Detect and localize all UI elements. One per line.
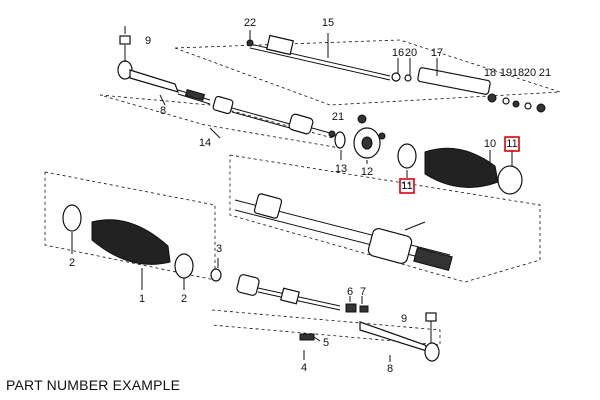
callout-11-right: 11 (506, 138, 517, 150)
top-group-outline (174, 39, 561, 106)
washer-20 (404, 74, 412, 82)
tie-rod-lower-outline (211, 309, 441, 346)
nut-21 (536, 103, 546, 113)
bushing-18 (487, 93, 497, 103)
callout-7: 7 (360, 286, 366, 298)
washer-19 (502, 97, 510, 105)
callout-2-right: 2 (181, 293, 187, 305)
bolt-5 (299, 333, 315, 341)
callout-8-lower: 8 (387, 363, 393, 375)
callout-8-upper: 8 (160, 105, 166, 117)
nut-6 (345, 303, 357, 313)
callout-3: 3 (216, 243, 222, 255)
callout-9-upper: 9 (145, 35, 151, 47)
top-group (174, 30, 561, 113)
tie-rod-outline (99, 94, 341, 149)
callout-19: 19 (500, 67, 512, 79)
boot-10 (424, 147, 499, 188)
tie-rod-lower (210, 258, 441, 362)
clamp-11-right (497, 165, 523, 195)
callout-16: 16 (392, 47, 404, 59)
right-boot-group (397, 143, 523, 195)
callout-20-lower: 20 (524, 67, 536, 79)
callouts: 22 15 9 16 20 17 18 19 18 20 21 8 21 14 … (69, 17, 551, 375)
washer-3 (210, 268, 222, 282)
nut-22 (246, 39, 254, 47)
highlight-box-11-left (399, 178, 415, 194)
callout-12: 12 (361, 166, 373, 178)
left-boot-group (44, 171, 216, 290)
rack-housing-left (253, 193, 283, 219)
rack-housing-group (229, 154, 541, 283)
washer-13 (334, 131, 346, 149)
callout-20-upper: 20 (405, 47, 417, 59)
inner-joint-4 (236, 274, 260, 296)
clamp-11-left (397, 143, 417, 169)
bushing-18b (512, 100, 520, 108)
highlight-box-11-right (504, 136, 520, 152)
rack-housing-outline (229, 154, 541, 283)
damper-17 (417, 67, 491, 95)
callout-21-mount: 21 (332, 111, 344, 123)
nut-21-mount (357, 114, 367, 124)
adjuster-thread (184, 89, 206, 101)
callout-2-left: 2 (69, 257, 75, 269)
callout-5: 5 (323, 337, 329, 349)
inner-rod-sleeve (212, 95, 234, 115)
callout-22: 22 (244, 17, 256, 29)
washer-20b (524, 102, 532, 110)
boot-1 (91, 219, 171, 265)
mount-group (334, 114, 386, 164)
callout-13: 13 (335, 163, 347, 175)
washer-16 (391, 72, 401, 82)
callout-18b: 18 (512, 67, 524, 79)
callout-11-left: 11 (401, 180, 412, 192)
callout-21-upper: 21 (539, 67, 551, 79)
callout-6: 6 (347, 286, 353, 298)
ball-joint-lower (424, 342, 440, 362)
rod-15-sleeve (266, 34, 294, 56)
nut-9-upper (119, 35, 131, 45)
tie-rod-upper (99, 26, 341, 149)
nut-7 (359, 305, 369, 313)
callout-15: 15 (322, 17, 334, 29)
callout-1: 1 (139, 293, 145, 305)
clamp-2-right (174, 253, 194, 279)
tie-rod-end-8-lower (359, 321, 432, 354)
inner-rod-joint (288, 113, 314, 135)
tie-rod-end-arm (129, 69, 179, 93)
callout-4: 4 (301, 362, 307, 374)
callout-10: 10 (484, 138, 496, 150)
nut-9-lower (425, 312, 437, 322)
callout-14: 14 (199, 137, 211, 149)
caption: PART NUMBER EXAMPLE (6, 377, 181, 393)
rack-housing-thread (413, 246, 453, 272)
callout-17: 17 (431, 47, 443, 59)
callout-18: 18 (484, 67, 496, 79)
rack-housing-gearbox (367, 228, 413, 264)
callout-9-lower: 9 (401, 313, 407, 325)
clamp-2-left (62, 204, 82, 232)
